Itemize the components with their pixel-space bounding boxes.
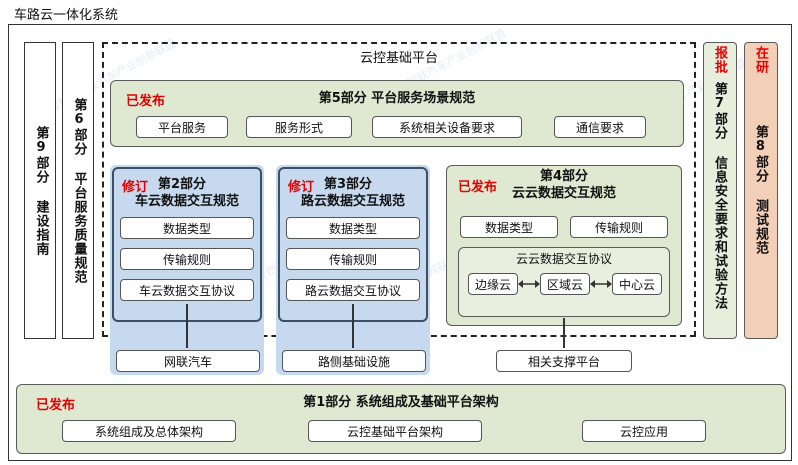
part9-box: 第9部分 建设指南 [24, 42, 56, 339]
part2-bottom-box: 网联汽车 [116, 350, 260, 372]
part4-item: 数据类型 [460, 216, 558, 238]
cloud-protocol-title: 云云数据交互协议 [515, 252, 612, 266]
part2-item: 数据类型 [120, 217, 254, 239]
system-outer-frame [8, 24, 792, 461]
part1-box [16, 384, 786, 454]
edge-cloud-box: 边缘云 [468, 273, 518, 295]
part2-status-tag: 修订 [122, 180, 149, 195]
part6-label: 第6部分 平台服务质量规范 [71, 97, 87, 284]
part4-item: 传输规则 [570, 216, 668, 238]
part2-title-line2: 车云数据交互规范 [134, 194, 239, 209]
part1-title: 第1部分 系统组成及基础平台架构 [303, 395, 499, 410]
part7-label: 第7部分 信息安全要求和试验方法 [711, 82, 727, 310]
part4-status-tag: 已发布 [458, 180, 498, 195]
part5-item: 服务形式 [246, 116, 352, 138]
part3-title-line1: 第3部分 [324, 177, 373, 192]
part4-connector-arrow [563, 318, 565, 348]
part9-label: 第9部分 建设指南 [33, 125, 49, 256]
part5-title: 第5部分 平台服务场景规范 [318, 91, 476, 106]
part8-status-tag: 在研 [752, 46, 768, 74]
part1-item: 云控基础平台架构 [308, 420, 482, 442]
part3-item: 传输规则 [286, 248, 420, 270]
part3-item: 数据类型 [286, 217, 420, 239]
part1-status-tag: 已发布 [36, 398, 76, 413]
part3-connector-arrow [352, 304, 354, 348]
part2-title-line1: 第2部分 [158, 177, 207, 192]
part8-box [744, 42, 778, 339]
part5-item: 通信要求 [554, 116, 646, 138]
part7-box [703, 42, 737, 339]
part2-item: 传输规则 [120, 248, 254, 270]
part6-box: 第6部分 平台服务质量规范 [62, 42, 94, 339]
part5-item: 平台服务 [136, 116, 228, 138]
part5-item: 系统相关设备要求 [372, 116, 522, 138]
edge-regional-arrow [518, 280, 540, 288]
part1-item: 云控应用 [582, 420, 706, 442]
central-cloud-box: 中心云 [612, 273, 662, 295]
cloud-control-platform-title: 云控基础平台 [359, 51, 438, 66]
part3-item: 路云数据交互协议 [286, 279, 420, 301]
part4-title-line2: 云云数据交互规范 [511, 186, 616, 201]
part5-status-tag: 已发布 [126, 94, 166, 109]
part8-label: 第8部分 测试规范 [752, 125, 768, 255]
part4-title-line1: 第4部分 [540, 169, 589, 184]
part1-item: 系统组成及总体架构 [62, 420, 236, 442]
part3-status-tag: 修订 [288, 180, 315, 195]
diagram-title: 车路云一体化系统 [14, 8, 119, 23]
part3-title-line2: 路云数据交互规范 [300, 194, 405, 209]
part7-status-tag: 报批 [711, 46, 727, 74]
part4-bottom-box: 相关支撑平台 [496, 350, 632, 372]
part2-item: 车云数据交互协议 [120, 279, 254, 301]
regional-central-arrow [590, 280, 612, 288]
regional-cloud-box: 区域云 [540, 273, 590, 295]
part3-bottom-box: 路侧基础设施 [282, 350, 426, 372]
part2-connector-arrow [186, 304, 188, 348]
